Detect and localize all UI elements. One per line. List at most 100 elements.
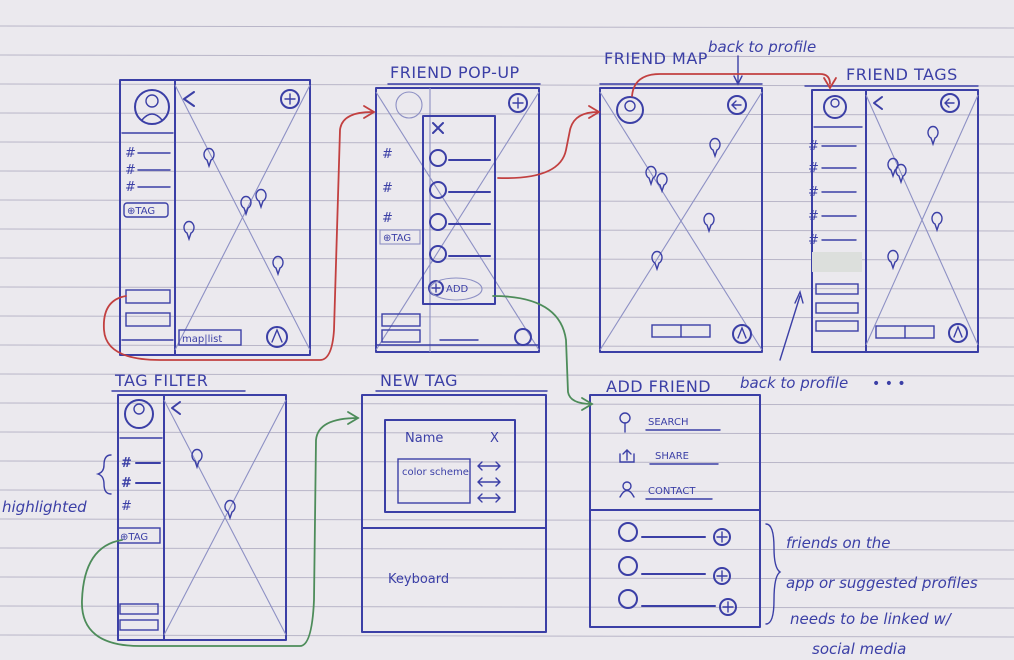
ruled-line [0, 431, 1014, 435]
add-friend-title: ADD FRIEND [606, 377, 711, 396]
svg-text:#: # [382, 181, 393, 196]
ruled-line [0, 286, 1014, 290]
flow-arrows [81, 73, 837, 647]
add-button-label: ADD [446, 284, 469, 295]
ruled-line [0, 373, 1014, 377]
friends-note-2: app or suggested profiles [786, 574, 978, 592]
tag-button-label: ⊕TAG [127, 206, 155, 217]
ruled-line [0, 228, 1014, 232]
add-friend-plus-icon[interactable] [713, 567, 731, 585]
color-scheme-box[interactable] [397, 458, 471, 504]
search-option[interactable]: SEARCH [648, 417, 688, 428]
svg-text:⊕TAG: ⊕TAG [120, 532, 148, 543]
ruled-line [0, 344, 1014, 348]
svg-text:⊕TAG: ⊕TAG [383, 233, 411, 244]
svg-text:#: # [382, 211, 393, 226]
add-friend-button[interactable] [428, 280, 444, 296]
search-icon [619, 412, 631, 424]
plus-circle-icon[interactable] [508, 93, 528, 113]
add-friend-plus-icon[interactable] [719, 598, 737, 616]
tag-filter-title: TAG FILTER [114, 371, 208, 390]
highlighted-note: highlighted [2, 498, 87, 516]
profile-avatar-icon [823, 95, 847, 119]
screen-new-tag: NEW TAG Name X color scheme Keyboard [361, 371, 548, 633]
screen-tag-filter: TAG FILTER # # # ⊕TAG highlighted [2, 371, 287, 641]
ruled-line [0, 576, 1014, 580]
share-icon [619, 449, 635, 463]
keyboard-area[interactable]: Keyboard [388, 572, 449, 587]
plus-circle-icon[interactable] [280, 89, 300, 109]
hash-icon: # [125, 146, 136, 161]
friend-avatar-icon [616, 96, 644, 124]
friend-popup-title: FRIEND POP-UP [390, 63, 520, 82]
tag-button[interactable] [117, 527, 161, 544]
friend-avatar-icon[interactable] [429, 149, 447, 167]
back-to-profile-note-top: back to profile [708, 38, 816, 56]
friends-note-1: friends on the [786, 534, 891, 552]
svg-text:#: # [382, 147, 393, 162]
ruled-line [0, 199, 1014, 203]
back-chevron-icon[interactable] [183, 91, 195, 107]
friends-note-3: needs to be linked w/ [790, 610, 953, 628]
map-list-toggle[interactable] [178, 329, 242, 346]
svg-text:#: # [125, 180, 136, 195]
arrow-popup-to-add-friend [492, 295, 593, 405]
ruled-line [0, 402, 1014, 406]
arrow-map-to-tags [631, 73, 831, 97]
svg-text:• • •: • • • [872, 376, 906, 392]
ruled-line [0, 170, 1014, 174]
map-list-label: map|list [182, 334, 222, 345]
back-to-profile-note-bottom: back to profile [740, 374, 848, 392]
ruled-line [0, 547, 1014, 551]
tag-list: # # # # # [808, 139, 857, 248]
arrow-filter-to-new-tag [81, 417, 359, 647]
back-to-profile-icon[interactable] [727, 95, 747, 115]
compass-icon[interactable] [732, 324, 752, 344]
svg-text:color scheme: color scheme [402, 467, 469, 478]
arrow-main-to-popup [103, 111, 373, 361]
back-chevron-icon[interactable] [873, 96, 883, 110]
compass-icon[interactable] [948, 323, 968, 343]
friend-popup-panel: ADD [422, 115, 496, 305]
ruled-line [0, 634, 1014, 638]
ruled-line [0, 315, 1014, 319]
ruled-line [0, 489, 1014, 493]
profile-avatar-icon[interactable] [134, 89, 170, 125]
svg-text:#: # [125, 163, 136, 178]
close-icon[interactable]: X [490, 431, 499, 446]
name-field[interactable]: Name [405, 431, 443, 446]
back-to-profile-icon[interactable] [940, 93, 960, 113]
ruled-line [0, 54, 1014, 58]
svg-text:#: # [808, 185, 819, 200]
ruled-line [0, 605, 1014, 609]
screen-main: # # # ⊕TAG map|list [119, 79, 311, 356]
contact-option[interactable]: CONTACT [648, 486, 696, 497]
add-friend-plus-icon[interactable] [713, 528, 731, 546]
tag-button[interactable] [123, 202, 169, 218]
svg-text:#: # [808, 209, 819, 224]
map-pin-icon [203, 147, 215, 169]
friends-note-4: social media [812, 640, 906, 658]
friend-tags-title: FRIEND TAGS [846, 65, 958, 84]
ruled-line [0, 25, 1014, 29]
ruled-line [0, 112, 1014, 116]
svg-text:#: # [808, 139, 819, 154]
svg-text:#: # [121, 476, 132, 491]
annotations: back to profile back to profile • • • fr… [708, 38, 978, 658]
arrow-popup-to-map [497, 111, 599, 179]
map-pins [183, 147, 284, 277]
contact-icon [622, 481, 632, 491]
svg-text:#: # [808, 161, 819, 176]
friend-map-title: FRIEND MAP [604, 49, 708, 68]
svg-text:#: # [121, 456, 132, 471]
ruled-line [0, 518, 1014, 522]
share-option[interactable]: SHARE [655, 451, 689, 462]
screen-add-friend: ADD FRIEND SEARCH SHARE CONTACT [589, 377, 782, 628]
screen-friend-map: FRIEND MAP [599, 49, 763, 353]
close-icon[interactable] [432, 122, 444, 134]
new-tag-title: NEW TAG [380, 371, 458, 390]
back-chevron-icon[interactable] [171, 401, 181, 415]
compass-icon[interactable] [266, 326, 288, 348]
ruled-lines [0, 25, 1014, 638]
